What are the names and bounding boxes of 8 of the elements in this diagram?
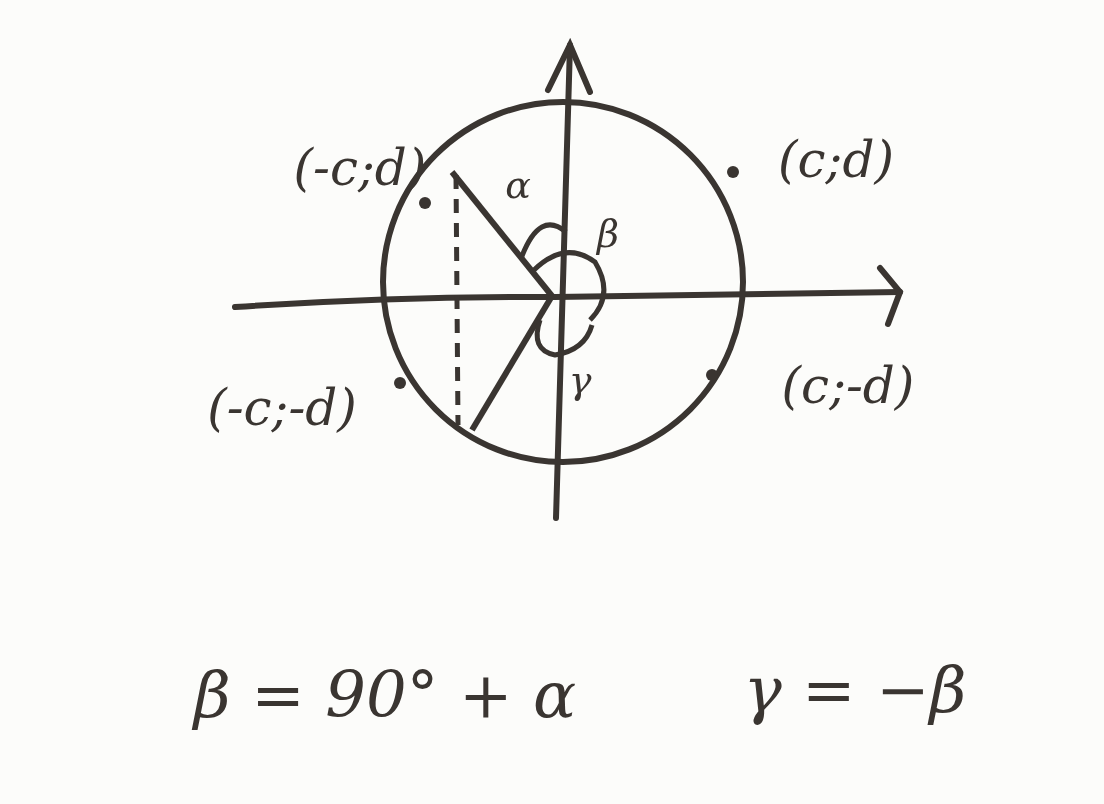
coordinate-label: (-c;-d) bbox=[207, 379, 357, 437]
angle-label: γ bbox=[568, 358, 592, 402]
coordinate-label: (c;-d) bbox=[781, 357, 915, 415]
angle-label: α bbox=[505, 163, 531, 207]
formula: β = 90° + α bbox=[193, 658, 577, 732]
angle-label: β bbox=[597, 212, 619, 256]
formula: γ = −β bbox=[743, 653, 967, 727]
coordinate-label: (c;d) bbox=[778, 131, 894, 189]
